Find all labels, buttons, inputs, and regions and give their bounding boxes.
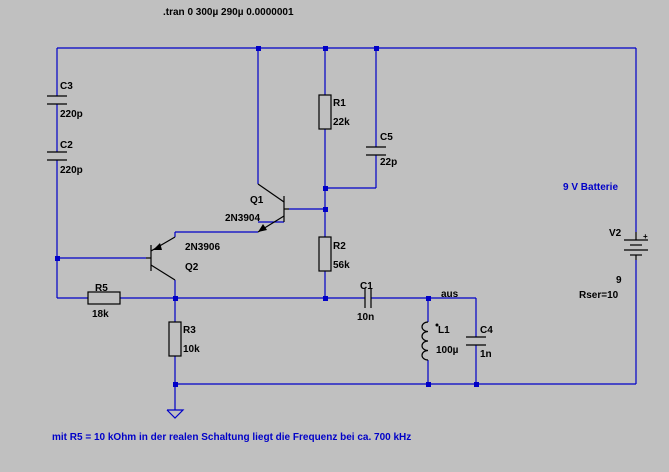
q1-model: 2N3904 [225,213,260,224]
resistor-r2[interactable] [318,236,332,272]
c2-name: C2 [60,140,73,151]
resistor-r3[interactable] [168,321,182,357]
capacitor-c1[interactable] [364,288,372,308]
v2-value: 9 [616,275,622,286]
r2-value: 56k [333,260,350,271]
c3-value: 220p [60,109,83,120]
q2-emitter-arrow [153,243,162,250]
c2-value: 220p [60,165,83,176]
junction-dot [426,382,431,387]
transistor-q2[interactable] [146,236,176,281]
c1-value: 10n [357,312,374,323]
junction-dot [323,207,328,212]
spice-directive: .tran 0 300µ 290µ 0.0000001 [163,7,294,18]
l1-name: L1 [438,325,450,336]
c3-name: C3 [60,81,73,92]
frequency-note: mit R5 = 10 kOhm in der realen Schaltung… [52,432,411,443]
junction-dot [374,46,379,51]
resistor-r1[interactable] [318,94,332,130]
junction-dot [323,46,328,51]
junction-dot [474,382,479,387]
r1-value: 22k [333,117,350,128]
r2-name: R2 [333,241,346,252]
v2-param: Rser=10 [579,290,619,301]
c1-name: C1 [360,281,373,292]
resistor-r5[interactable] [87,291,121,305]
junction-dot [426,296,431,301]
battery-label: 9 V Batterie [563,182,618,193]
battery-plus-sign: + [643,232,648,241]
capacitor-c3[interactable] [47,95,67,105]
c5-value: 22p [380,157,397,168]
q2-name: Q2 [185,262,199,273]
wires [56,47,637,410]
junction-dot [173,296,178,301]
c5-name: C5 [380,132,393,143]
inductor-dot [435,323,439,327]
junction-dot [55,256,60,261]
junction-dot [323,296,328,301]
c4-value: 1n [480,349,492,360]
q1-name: Q1 [250,195,264,206]
net-label-aus: aus [441,289,459,300]
inductor-l1[interactable] [421,321,439,361]
r1-name: R1 [333,98,346,109]
c4-name: C4 [480,325,493,336]
q1-emitter-arrow [258,224,267,232]
q2-model: 2N3906 [185,242,220,253]
capacitor-c4[interactable] [466,336,486,346]
junction-dot [323,186,328,191]
junction-dot [173,382,178,387]
capacitor-c5[interactable] [366,146,386,156]
r5-value: 18k [92,309,109,320]
v2-name: V2 [609,228,622,239]
transistor-q1[interactable] [257,183,289,233]
junction-dot [256,46,261,51]
r3-name: R3 [183,325,196,336]
ground-symbol [166,409,185,419]
r3-value: 10k [183,344,200,355]
junctions [55,46,479,387]
battery-v2[interactable]: + [624,232,648,260]
r5-name: R5 [95,283,108,294]
l1-value: 100µ [436,345,459,356]
capacitor-c2[interactable] [47,151,67,161]
